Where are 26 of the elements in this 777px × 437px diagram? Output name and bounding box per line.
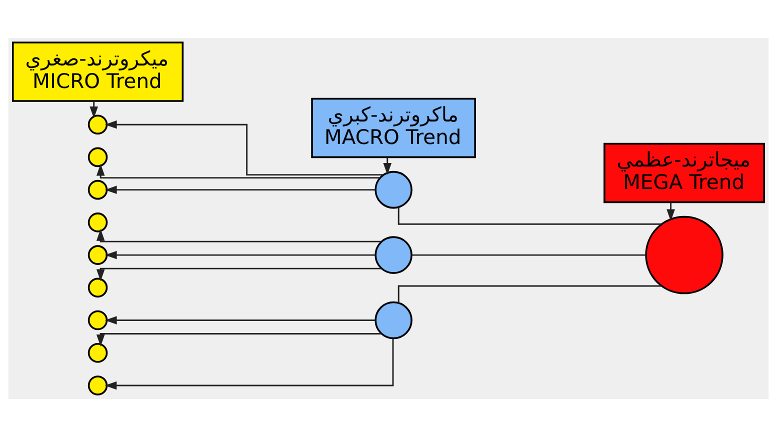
node-circle [88, 278, 108, 298]
arrow [96, 333, 382, 346]
node-circle [374, 170, 412, 209]
arrow [104, 250, 376, 260]
arrow [666, 202, 675, 222]
arrow [104, 316, 376, 324]
arrow [96, 268, 382, 282]
node-circle [88, 310, 108, 330]
node-circle [374, 301, 412, 340]
connector [398, 207, 662, 225]
node-circle [88, 180, 108, 200]
arrow [104, 186, 376, 194]
node-circle [374, 236, 412, 274]
arrow [104, 338, 394, 390]
node-circle [88, 212, 108, 232]
arrow [96, 228, 382, 242]
node-circle [88, 147, 108, 168]
arrow [104, 120, 384, 176]
node-circle [645, 216, 724, 294]
connector [412, 254, 646, 256]
node-circle [88, 114, 108, 134]
node-circle [88, 376, 108, 396]
node-circle [88, 245, 108, 265]
arrow [96, 164, 380, 179]
node-circle [88, 343, 108, 363]
connector [398, 285, 662, 303]
